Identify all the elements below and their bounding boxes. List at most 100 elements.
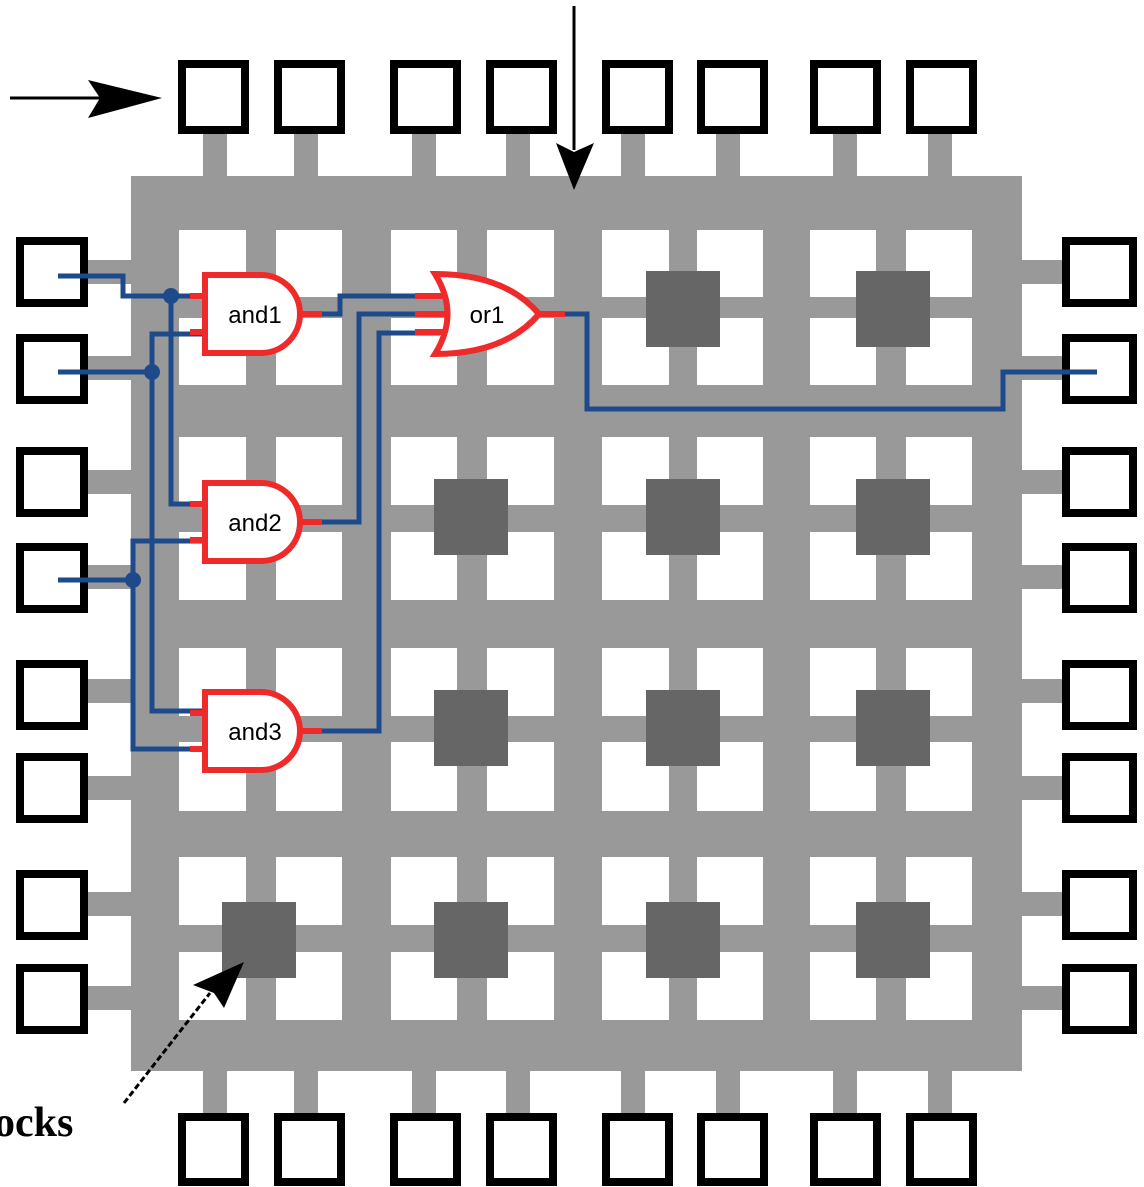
pad-stub — [1022, 776, 1062, 800]
io-pad-left — [16, 964, 88, 1034]
callout-text-blocks: ocks — [0, 1100, 73, 1146]
gate-and1: and1 — [190, 272, 322, 356]
pad-stub — [833, 1071, 857, 1113]
wire — [305, 330, 440, 734]
pad-stub — [833, 132, 857, 176]
io-pads — [16, 60, 1137, 1186]
pad-stub — [716, 1071, 740, 1113]
pad-stub — [716, 132, 740, 176]
wire — [149, 331, 205, 714]
switch-block — [646, 690, 720, 766]
gate-label: and2 — [228, 510, 281, 537]
pad-stub — [1022, 260, 1062, 284]
pad-stub — [928, 132, 952, 176]
io-pad-bottom — [697, 1113, 768, 1186]
pad-stub — [88, 565, 131, 589]
and-gate-body — [202, 689, 303, 773]
wire — [130, 538, 205, 752]
pad-stub — [621, 132, 645, 176]
io-pad-top — [810, 60, 881, 134]
io-pad-left — [16, 660, 88, 730]
pad-stub — [1022, 565, 1062, 589]
pad-stub — [88, 986, 131, 1010]
switch-block — [434, 902, 508, 978]
io-pad-right — [1062, 237, 1137, 307]
io-pad-top — [486, 60, 557, 134]
pad-stub — [621, 1071, 645, 1113]
gate-label: and3 — [228, 719, 281, 746]
io-pad-bottom — [906, 1113, 977, 1186]
switch-block — [856, 690, 930, 766]
wire-junction — [163, 288, 179, 304]
gate-label: and1 — [228, 302, 281, 329]
pad-stub — [88, 470, 131, 494]
switch-block — [646, 479, 720, 555]
io-pad-top — [906, 60, 977, 134]
io-pad-top — [274, 60, 345, 134]
io-pad-right — [1062, 753, 1137, 823]
pad-stub — [88, 356, 131, 380]
switch-block — [856, 271, 930, 347]
io-pad-right — [1062, 334, 1137, 404]
pad-stub — [1022, 679, 1062, 703]
io-pad-top — [602, 60, 673, 134]
routed-nets — [58, 273, 1097, 752]
pad-stub — [88, 679, 131, 703]
pad-stub — [506, 1071, 530, 1113]
wire — [305, 293, 440, 317]
gate-or1: or1 — [415, 270, 565, 358]
io-pad-bottom — [274, 1113, 345, 1186]
wire — [537, 311, 1097, 412]
pad-stub — [1022, 470, 1062, 494]
pad-stub — [412, 1071, 436, 1113]
arrowhead-bottom-left — [193, 962, 244, 1008]
pad-stub — [928, 1071, 952, 1113]
switch-block — [856, 479, 930, 555]
switch-block — [434, 690, 508, 766]
io-pad-bottom — [390, 1113, 461, 1186]
pad-stub — [412, 132, 436, 176]
logic-gates: and1 and2 and3 or1 — [190, 270, 565, 773]
io-pad-bottom — [602, 1113, 673, 1186]
switch-block — [856, 902, 930, 978]
gate-label: or1 — [470, 302, 505, 329]
io-pad-bottom — [810, 1113, 881, 1186]
switch-block — [646, 902, 720, 978]
wire-junction — [125, 572, 141, 588]
pad-stub — [88, 892, 131, 916]
switch-block — [222, 902, 296, 978]
pad-stub — [294, 1071, 318, 1113]
pad-stub — [203, 1071, 227, 1113]
arrowhead-top — [556, 143, 594, 190]
io-pad-bottom — [178, 1113, 249, 1186]
or-gate-body — [429, 270, 543, 358]
io-pad-right — [1062, 543, 1137, 613]
switch-block — [646, 271, 720, 347]
gate-and3: and3 — [190, 689, 322, 773]
io-pad-right — [1062, 660, 1137, 730]
io-pad-right — [1062, 964, 1137, 1034]
and-gate-body — [202, 480, 303, 564]
wire — [305, 311, 440, 525]
io-pad-left — [16, 447, 88, 517]
pad-stub — [1022, 356, 1062, 380]
switch-block — [434, 479, 508, 555]
arrow-line-bottom-left — [122, 992, 212, 1104]
callout-arrows — [10, 6, 594, 1104]
gate-and2: and2 — [190, 480, 322, 564]
io-pad-right — [1062, 447, 1137, 517]
pad-stub — [203, 132, 227, 176]
pad-stub — [88, 776, 131, 800]
io-pad-left — [16, 334, 88, 404]
and-gate-body — [202, 272, 303, 356]
io-pad-right — [1062, 870, 1137, 940]
io-pad-bottom — [486, 1113, 557, 1186]
pad-stub — [506, 132, 530, 176]
arrowhead-left — [88, 80, 162, 118]
io-pad-left — [16, 870, 88, 940]
pad-stub — [1022, 892, 1062, 916]
wire-junction — [144, 364, 160, 380]
io-pad-left — [16, 237, 88, 307]
io-pad-top — [697, 60, 768, 134]
